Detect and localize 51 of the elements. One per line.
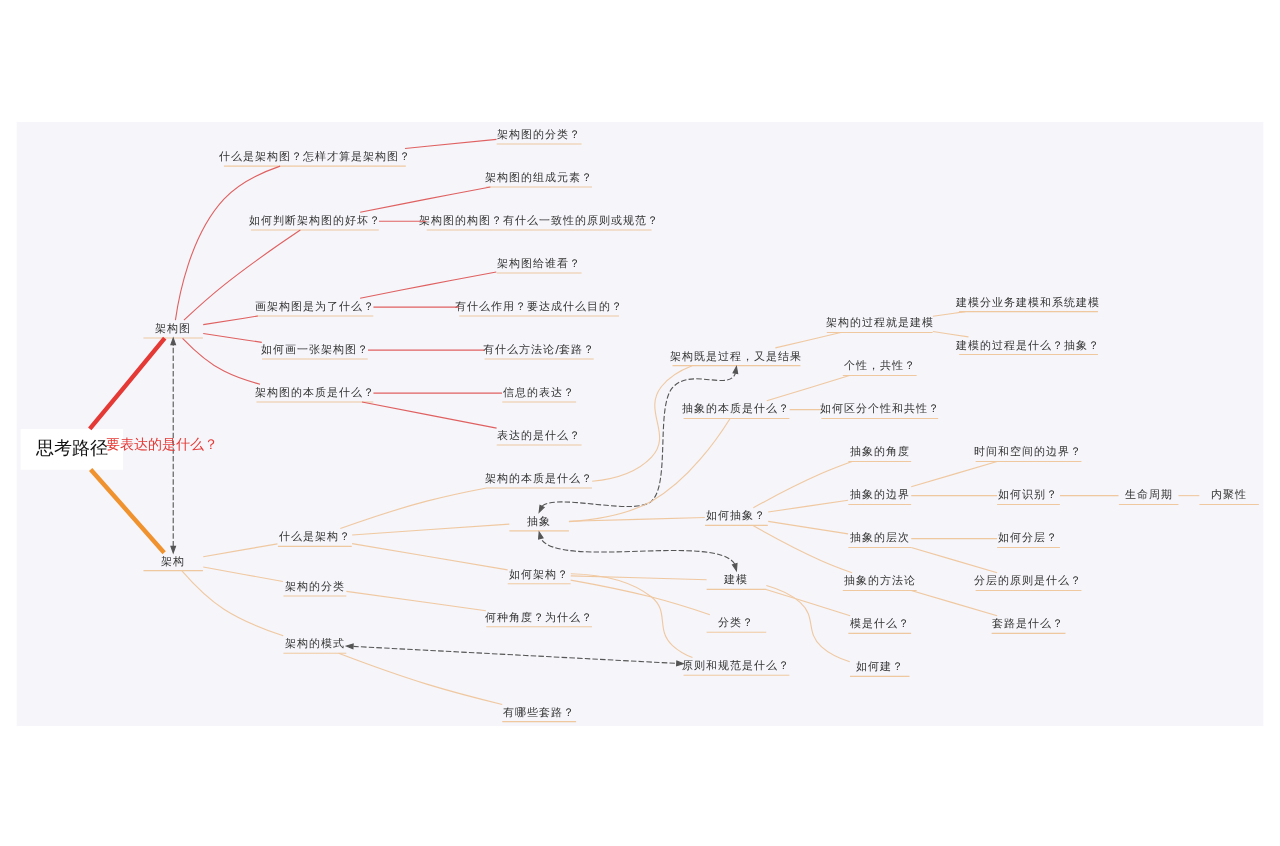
connector — [378, 219, 428, 221]
connector — [910, 546, 998, 573]
connector — [570, 572, 693, 658]
connector — [351, 522, 510, 535]
connector — [752, 460, 853, 508]
connector — [351, 542, 509, 570]
connector — [932, 330, 970, 337]
connector — [202, 332, 263, 342]
connector — [345, 589, 487, 611]
connector — [910, 460, 998, 487]
connector — [372, 391, 503, 393]
connector — [570, 578, 711, 615]
connector — [89, 467, 166, 554]
connector — [765, 584, 851, 662]
connector — [372, 305, 460, 307]
connector — [361, 400, 498, 428]
arrow — [538, 364, 739, 513]
connector — [359, 185, 491, 212]
connector — [367, 348, 485, 350]
arrow — [537, 529, 738, 572]
connector — [568, 515, 706, 521]
connector — [568, 417, 731, 522]
connector — [182, 336, 261, 384]
connector — [766, 374, 850, 401]
connector — [767, 498, 849, 512]
connector — [404, 137, 498, 148]
connector — [789, 408, 822, 410]
connector — [765, 587, 851, 616]
connector — [752, 523, 853, 573]
connector — [88, 335, 167, 430]
connector — [339, 486, 488, 529]
connector — [932, 310, 966, 316]
connector — [1177, 494, 1200, 496]
connector — [591, 364, 693, 481]
connector — [183, 228, 301, 320]
connector — [910, 494, 998, 496]
connector — [910, 588, 998, 616]
connector — [202, 542, 278, 557]
connector — [181, 569, 284, 636]
connector — [767, 519, 849, 534]
connector — [570, 574, 708, 580]
connector — [202, 314, 259, 325]
connector — [1059, 494, 1120, 496]
connector — [338, 651, 503, 704]
connector — [774, 331, 842, 348]
connector — [202, 565, 284, 582]
connector — [910, 537, 998, 539]
arrow — [344, 642, 685, 666]
connector — [174, 164, 281, 320]
arrow — [170, 335, 177, 554]
connector — [359, 270, 497, 298]
